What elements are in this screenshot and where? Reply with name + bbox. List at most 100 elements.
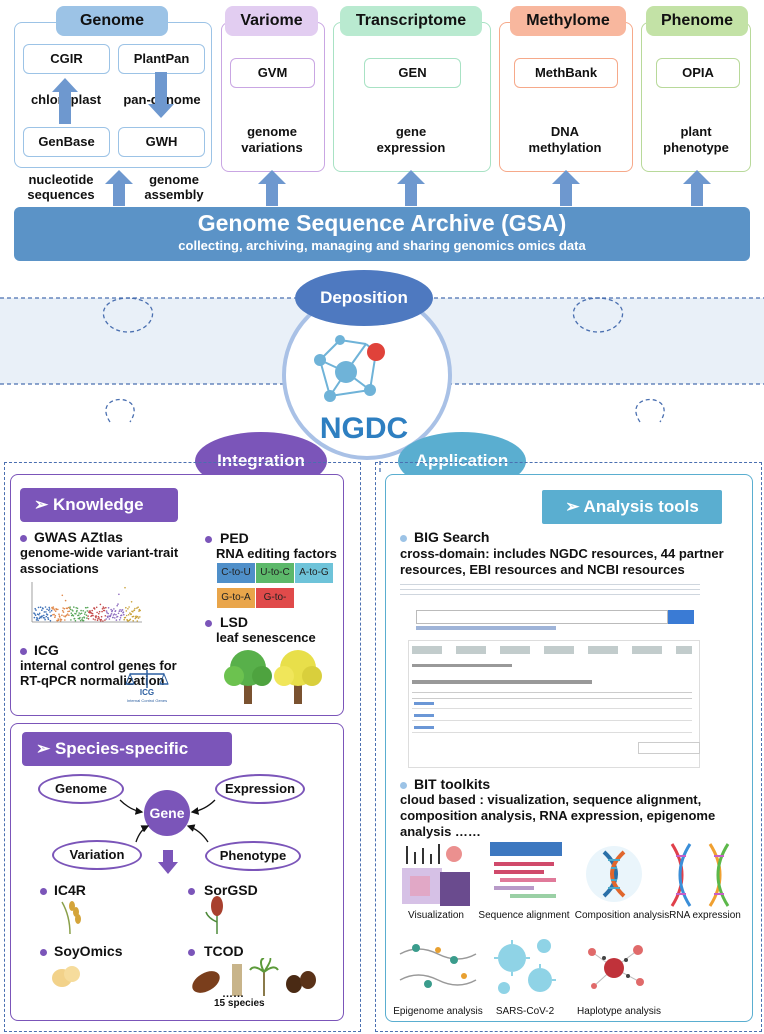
composition-analysis-thumb[interactable] (584, 844, 644, 904)
down-arrow-icon (148, 72, 174, 118)
composition-analysis-label: Composition analysis (574, 910, 670, 921)
sequence-alignment-thumb[interactable] (490, 842, 562, 908)
bullet-icon (400, 535, 407, 542)
icg-logo-text: ICG (139, 688, 155, 697)
visualization-label: Visualization (408, 910, 464, 921)
sars-cov-2-thumb[interactable] (488, 932, 562, 1002)
variation-oval[interactable]: Variation (52, 840, 142, 870)
rna-expression-label: RNA expression (669, 910, 741, 921)
genome-oval[interactable]: Genome (38, 774, 124, 804)
edit-a-to-g: A-to-G (295, 563, 333, 583)
scale-logo-icon (125, 670, 169, 688)
species-header: ➢ Species-specific (22, 732, 232, 766)
deposition-bubble[interactable]: Deposition (295, 270, 433, 326)
analysis-header: ➢ Analysis tools (542, 490, 722, 524)
gene-circle[interactable]: Gene (144, 790, 190, 836)
methylome-tag: Methylome (510, 6, 626, 36)
genome-tag: Genome (56, 6, 168, 36)
ngdc-label: NGDC (319, 412, 409, 445)
bullet-icon (205, 536, 212, 543)
gwas-name[interactable]: GWAS AZtlas (34, 529, 123, 545)
big-search-screenshot (398, 580, 706, 770)
bullet-icon (40, 888, 47, 895)
bit-toolkits-desc: cloud based : visualization, sequence al… (400, 792, 716, 839)
green-tree-icon (224, 650, 272, 704)
big-search-desc: cross-domain: includes NGDC resources, 4… (400, 546, 724, 577)
ic4r-name[interactable]: IC4R (54, 882, 86, 898)
up-arrow-icon (105, 170, 133, 206)
edit-u-to-c: U-to-C (256, 563, 294, 583)
expression-oval[interactable]: Expression (215, 774, 305, 804)
bullet-icon (188, 888, 195, 895)
more-ellipsis: …… (222, 988, 244, 1000)
up-arrow-icon (683, 170, 711, 206)
up-arrow-icon (258, 170, 286, 206)
edit-c-to-u: C-to-U (217, 563, 255, 583)
rna-expression-thumb[interactable] (664, 842, 744, 908)
bit-toolkits-name[interactable]: BIT toolkits (414, 776, 491, 792)
up-arrow-icon (397, 170, 425, 206)
icg-name[interactable]: ICG (34, 642, 59, 658)
down-arrow-icon (158, 850, 178, 874)
icg-logo-sub: Internal Control Genes (126, 698, 168, 703)
big-search-name[interactable]: BIG Search (414, 529, 490, 545)
rice-icon (61, 901, 81, 934)
bullet-icon (400, 782, 407, 789)
up-arrow-icon (552, 170, 580, 206)
opia-box[interactable]: OPIA (656, 58, 740, 88)
nucleotide-label: nucleotide sequences (27, 172, 95, 202)
variome-desc: genome variations (241, 124, 303, 155)
gwh-box[interactable]: GWH (118, 127, 205, 157)
soybean-icon (52, 966, 80, 987)
phenotype-oval[interactable]: Phenotype (205, 841, 301, 871)
application-frame (375, 462, 762, 1032)
haplotype-analysis-thumb[interactable] (578, 938, 652, 998)
sorghum-icon (205, 896, 223, 934)
ped-name[interactable]: PED (220, 530, 249, 546)
gvm-box[interactable]: GVM (230, 58, 315, 88)
lsd-name[interactable]: LSD (220, 614, 248, 630)
genbase-box[interactable]: GenBase (23, 127, 110, 157)
up-arrow-icon (52, 78, 78, 124)
variome-panel (221, 22, 325, 172)
epigenome-label: Epigenome analysis (393, 1006, 483, 1017)
tropical-crops-icon (192, 958, 316, 996)
transcriptome-tag: Transcriptome (340, 6, 482, 36)
gen-box[interactable]: GEN (364, 58, 461, 88)
assembly-label: genome assembly (144, 172, 204, 202)
haplotype-label: Haplotype analysis (577, 1006, 661, 1017)
gwas-desc: genome-wide variant-trait associations (20, 545, 179, 576)
integration-frame (4, 462, 361, 1032)
lsd-desc: leaf senescence (216, 630, 316, 645)
variome-tag: Variome (225, 6, 318, 36)
edit-g-to-a: G-to-A (217, 588, 255, 608)
bullet-icon (188, 949, 195, 956)
phenome-tag: Phenome (646, 6, 748, 36)
transcriptome-panel (333, 22, 491, 172)
sorgsd-name[interactable]: SorGSD (204, 882, 258, 898)
phenome-desc: plant phenotype (663, 124, 729, 155)
network-icon (314, 335, 385, 402)
species-count: 15 species (214, 998, 265, 1009)
manhattan-plot-icon (31, 582, 142, 623)
bullet-icon (205, 620, 212, 627)
bullet-icon (20, 648, 27, 655)
sars-cov-2-label: SARS-CoV-2 (495, 1006, 555, 1017)
epigenome-thumb[interactable] (398, 934, 478, 1000)
plantpan-box[interactable]: PlantPan (118, 44, 205, 74)
sequence-alignment-label: Sequence alignment (478, 910, 570, 921)
transcriptome-desc: gene expression (376, 124, 446, 155)
cgir-box[interactable]: CGIR (23, 44, 110, 74)
methbank-box[interactable]: MethBank (514, 58, 618, 88)
gene-arrows (119, 799, 216, 843)
gsa-bar (14, 207, 750, 261)
yellow-tree-icon (274, 650, 322, 704)
bullet-icon (40, 949, 47, 956)
ped-desc: RNA editing factors (216, 546, 337, 561)
soyomics-name[interactable]: SoyOmics (54, 943, 123, 959)
gsa-subtitle: collecting, archiving, managing and shar… (178, 238, 586, 253)
tcod-name[interactable]: TCOD (204, 943, 244, 959)
edit-g-to: G-to- (256, 588, 294, 608)
gsa-title: Genome Sequence Archive (GSA) (197, 210, 567, 236)
visualization-thumb[interactable] (400, 842, 472, 908)
